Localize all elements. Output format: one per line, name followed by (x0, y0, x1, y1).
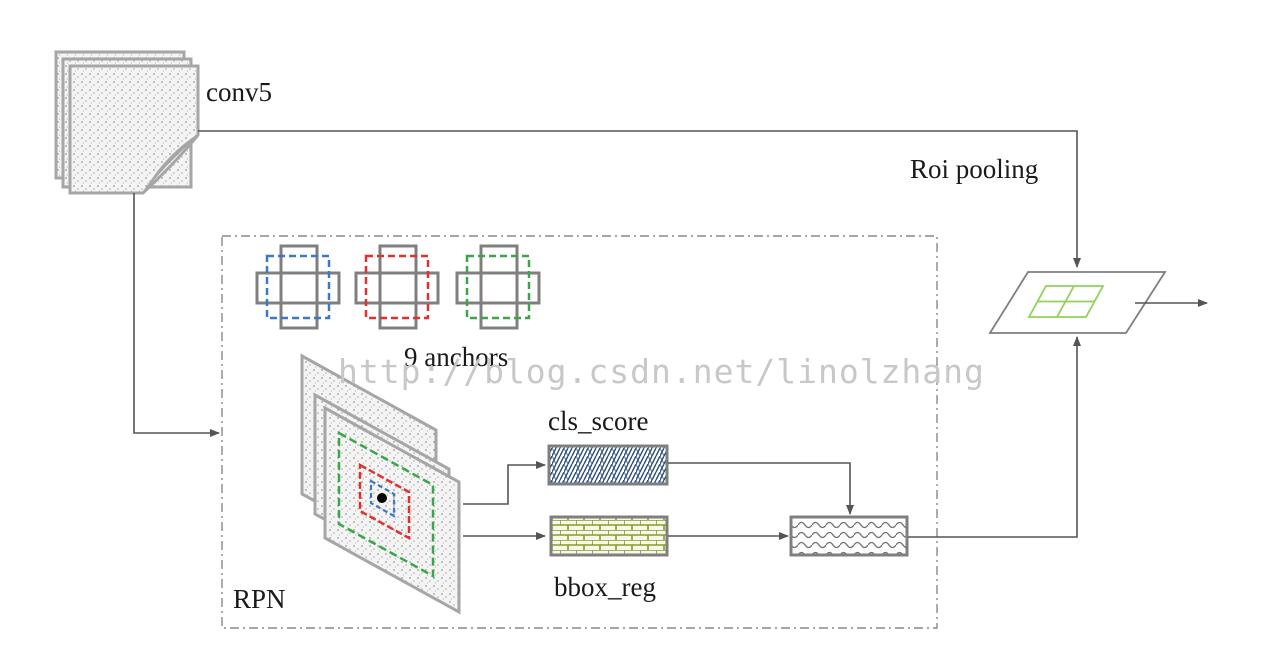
cls-score-label: cls_score (548, 406, 648, 436)
watermark-text: http://blog.csdn.net/linolzhang (338, 352, 985, 391)
bbox-reg-box (549, 515, 669, 557)
roi-grid (1027, 285, 1105, 318)
arrow-cls-to-proposal (668, 462, 854, 515)
rpn-region (221, 235, 938, 629)
cls-score-box (547, 444, 669, 486)
arrow-conv5-to-rpn (133, 193, 220, 437)
window-green (337, 430, 435, 579)
rpn-feature-stack (300, 353, 461, 615)
arrow-proposal-to-roi (908, 336, 1081, 538)
window-blue (369, 479, 396, 518)
sliding-center-dot (377, 493, 387, 503)
anchor-group-blue (255, 244, 341, 330)
roi-pooling-plane (988, 271, 1167, 334)
conv5-page-curl (142, 134, 199, 194)
conv5-label: conv5 (206, 77, 272, 107)
roi-pooling-label: Roi pooling (910, 154, 1038, 184)
rpn-front-sheet (323, 405, 461, 615)
arrow-conv5-to-roi (198, 130, 1081, 268)
anchor-group-green (455, 244, 541, 330)
anchor-group-red (354, 244, 440, 330)
anchors-label: 9 anchors (404, 342, 508, 372)
conv5-feature-stack (54, 50, 200, 195)
bbox-reg-label: bbox_reg (554, 572, 656, 602)
arrow-to-cls-score (463, 461, 546, 505)
window-red (358, 462, 411, 541)
rpn-label: RPN (233, 584, 286, 614)
proposal-box (789, 515, 909, 557)
